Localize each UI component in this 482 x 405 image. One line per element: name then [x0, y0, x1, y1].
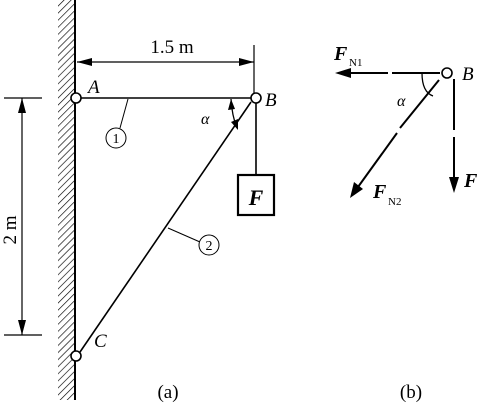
- angle-arc-b: [421, 72, 434, 97]
- angle-arrowhead-top: [228, 99, 235, 110]
- member-2-label: 2: [206, 239, 213, 254]
- wall-hatching: [58, 0, 75, 400]
- angle-label-b: α: [397, 93, 406, 110]
- caption-b: (b): [400, 382, 422, 403]
- figure-a: 1.5 m 2 m F A B C 1 2: [0, 0, 277, 403]
- member-1-label: 1: [113, 132, 120, 147]
- force-load-arrowhead: [449, 177, 459, 193]
- member-1-leader: [119, 98, 129, 129]
- force-n2-shaft: [357, 132, 398, 188]
- member-2-rod: [79, 101, 252, 353]
- dim-arrowhead-bottom: [18, 320, 26, 335]
- pin-a: [70, 92, 82, 104]
- dim-arrowhead-left: [77, 58, 92, 66]
- force-load-label: F: [463, 170, 478, 192]
- dimension-label-horizontal: 1.5 m: [150, 37, 194, 58]
- pin-b: [250, 92, 262, 104]
- dim-arrowhead-top: [18, 98, 26, 113]
- angle-label-a: α: [201, 111, 210, 128]
- dimension-label-vertical: 2 m: [0, 215, 21, 244]
- force-n2-tail: [399, 79, 440, 129]
- force-n1-label: F: [333, 43, 348, 65]
- dim-arrowhead-right: [239, 58, 254, 66]
- point-label-c: C: [94, 331, 107, 352]
- force-n2-label: F: [372, 181, 387, 203]
- dimension-horizontal: 1.5 m: [77, 37, 255, 95]
- force-n2-subscript: N2: [388, 196, 401, 208]
- load-label: F: [248, 185, 264, 210]
- angle-arrowhead-bottom: [231, 119, 238, 130]
- point-label-a: A: [86, 77, 100, 98]
- caption-a: (a): [157, 382, 178, 403]
- wall: [58, 0, 76, 400]
- figure-b: F N1 F N2 F B α (b): [333, 43, 478, 403]
- point-label-b2: B: [462, 64, 474, 85]
- node-b: [441, 67, 453, 79]
- member-2-leader: [167, 227, 201, 243]
- dimension-vertical: 2 m: [0, 97, 42, 336]
- force-n2-arrowhead: [350, 182, 363, 198]
- member-1-circle: [105, 127, 127, 149]
- point-label-b: B: [265, 90, 277, 111]
- load-block: [236, 173, 276, 217]
- force-n1-subscript: N1: [349, 57, 362, 69]
- member-2-circle: [198, 234, 220, 256]
- force-n1-arrowhead: [335, 68, 351, 78]
- pin-c: [70, 350, 82, 362]
